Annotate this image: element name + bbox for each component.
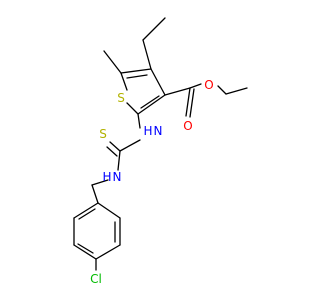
bond-n-ch2 [91,179,109,186]
atom-h-lower-amine: H [102,170,111,184]
atom-chlorine: Cl [90,272,102,286]
bond-cthione-s [109,141,121,152]
bond-cthione-n [117,150,121,171]
atom-oxygen-carbonyl: O [183,119,192,133]
atom-h-upper-amine: H [143,124,152,138]
atom-sulfur-ring: S [117,91,125,105]
bond-ch2-ring [91,184,99,204]
bond-ethyl-methyl [142,17,166,41]
bond-c3-c2-inner [140,95,160,109]
bond-c5-methyl [103,50,122,74]
bond-c4-c3 [150,68,166,96]
bond-o-methyl [217,85,227,95]
atom-labels: S O O H N S H N Cl [90,78,214,286]
bond-benz-inner-3 [78,208,96,220]
bond-carbonyl-o-double [185,87,191,117]
bond-carbonyl-o-double-2 [189,88,195,118]
bond-c5-c4-inner [126,74,148,79]
bond-c5-c4 [120,68,152,74]
bond-s-c2 [126,102,139,115]
bond-o-methyl-2 [225,87,248,95]
structure-drawing: S O O H N S H N Cl [73,17,248,286]
bond-cthione-s-2 [106,146,118,157]
bond-n-cthione [119,139,141,152]
bond-benz-3 [95,244,121,260]
bond-benz-6 [73,202,99,219]
bond-benz-1 [97,202,121,219]
bond-c2-n [137,113,141,129]
atom-oxygen-ester: O [204,78,213,92]
bond-c3-carbonyl [164,87,191,96]
bonds [73,17,248,271]
bond-benz-4 [73,244,97,260]
bond-carbonyl-o-single [189,83,202,89]
molecule-diagram: S O O H N S H N Cl [73,17,248,286]
bond-c4-ethyl [142,39,152,70]
atom-n-lower-amine: N [113,170,122,184]
bond-s-c5 [120,72,128,91]
bond-benz-inner-2 [77,243,94,254]
atom-n-upper-amine: N [154,124,163,138]
atom-sulfur-thione: S [99,127,107,141]
bond-c3-c2 [137,94,166,115]
